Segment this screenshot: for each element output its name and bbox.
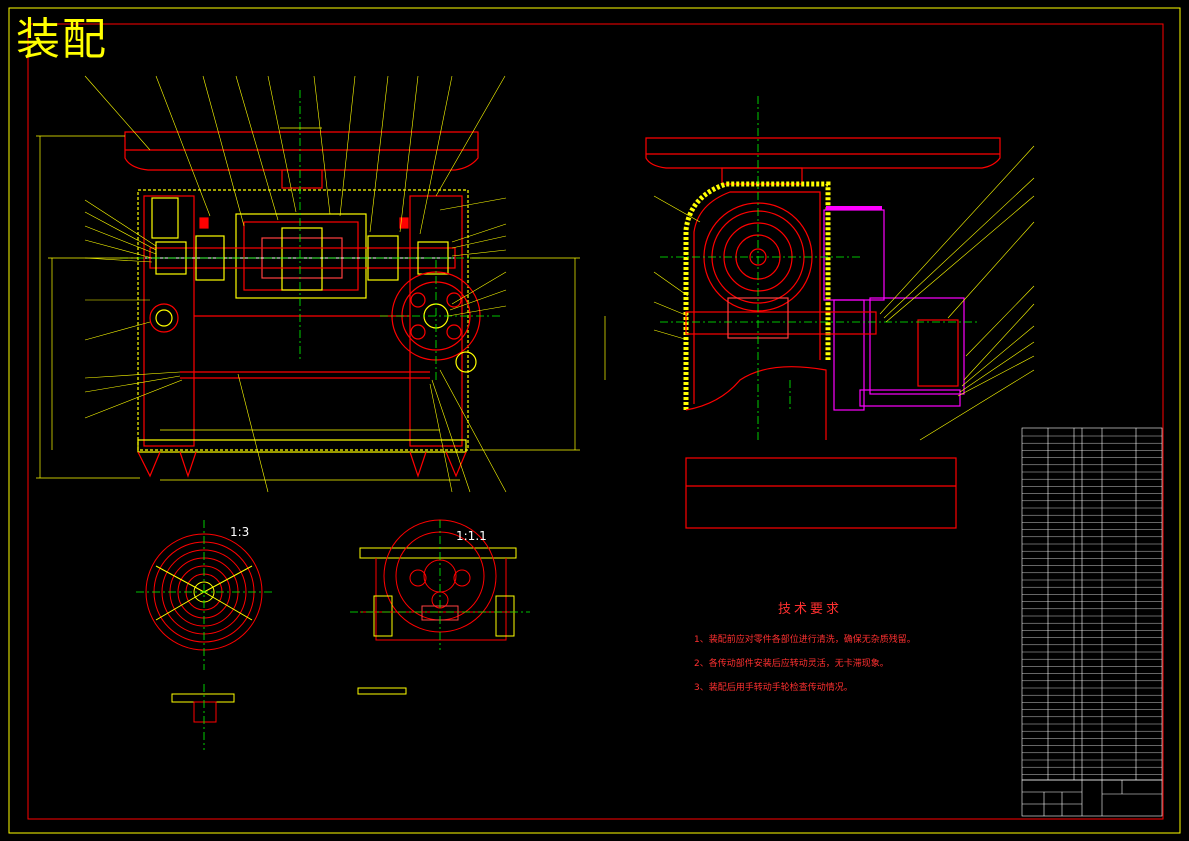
technical-requirements-list: 1、装配前应对零件各部位进行清洗，确保无杂质残留。 2、各传动部件安装后应转动灵… [694,632,916,704]
technical-note: 2、各传动部件安装后应转动灵活，无卡滞现象。 [694,659,889,669]
bill-of-materials [1021,427,1163,781]
detail-a-centerlines [136,520,272,750]
side-view-centerlines [660,96,980,440]
technical-note: 1、装配前应对零件各部位进行清洗，确保无杂质残留。 [694,635,916,645]
front-view [124,131,481,478]
detail-b-centerlines [350,520,530,650]
technical-requirements-heading: 技术要求 [778,602,843,617]
side-view-leaders [653,145,1035,441]
detail-view-b [357,519,517,695]
title-block [1021,779,1163,817]
drawing-title: 装配 [16,14,108,65]
detail-b-scale-label: 1:1.1 [456,529,487,543]
inner-frame [27,23,1164,820]
front-view-centerlines [120,90,500,380]
front-view-leaders [84,75,507,493]
side-view [645,137,1001,529]
outer-frame [8,7,1181,834]
detail-a-scale-label: 1:3 [230,525,250,539]
front-view-dimensions [36,127,606,481]
technical-note: 3、装配后用手转动手轮检查传动情况。 [694,683,853,693]
bom-rows [1022,435,1162,775]
